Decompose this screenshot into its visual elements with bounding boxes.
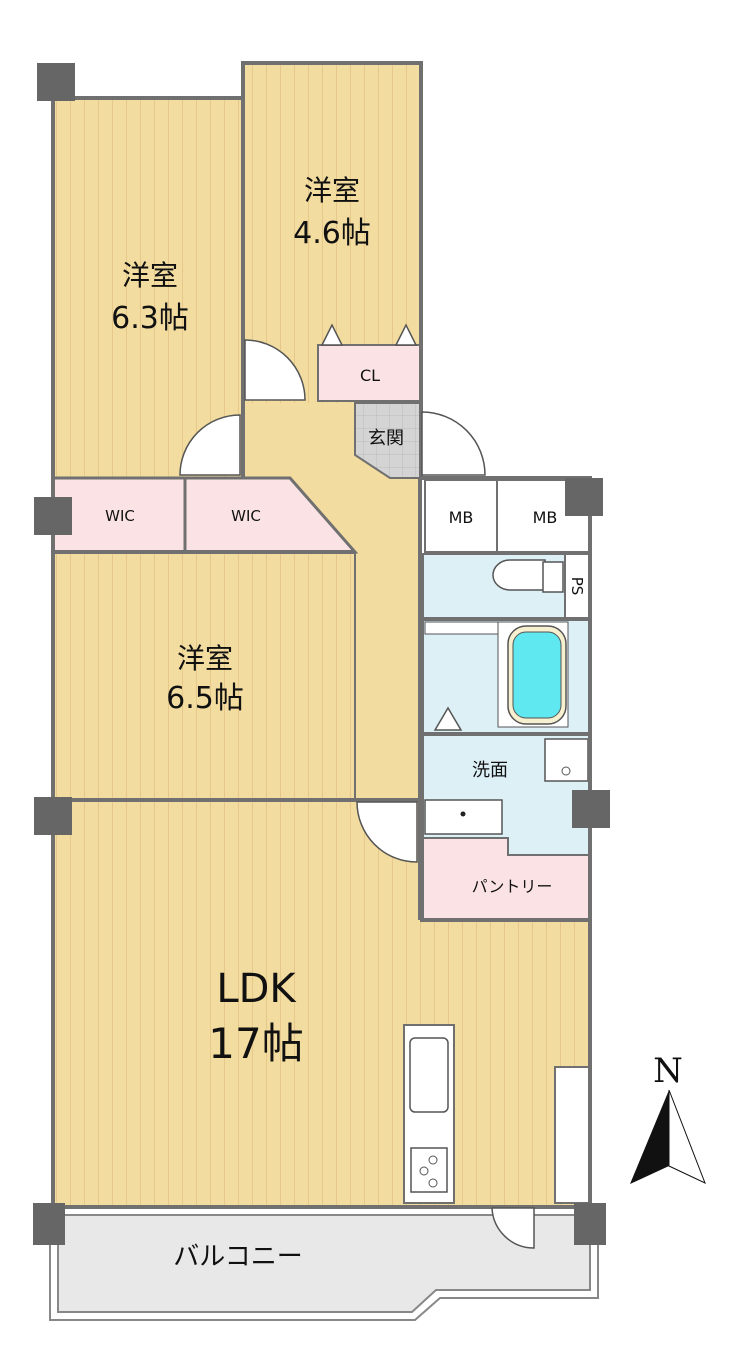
washbasin-icon xyxy=(424,799,503,835)
pantry-label: パントリー xyxy=(472,877,553,896)
pillars xyxy=(33,63,610,1245)
entrance: 玄関 xyxy=(354,402,421,479)
wic-label: WIC xyxy=(105,507,135,525)
bathroom[interactable] xyxy=(422,619,591,734)
fridge-space xyxy=(554,1066,591,1204)
toilet-icon xyxy=(492,559,546,591)
washroom-label: 洗面 xyxy=(472,760,508,781)
entrance-label: 玄関 xyxy=(368,428,404,449)
washroom[interactable]: 洗面 xyxy=(422,734,591,856)
sink-icon xyxy=(409,1037,449,1113)
room-name: 洋室 xyxy=(304,174,360,207)
room-size: 6.5帖 xyxy=(166,681,244,716)
room-size: 6.3帖 xyxy=(111,301,189,336)
mb-label: MB xyxy=(449,508,474,527)
pipe-space: PS xyxy=(564,553,591,619)
washer-space xyxy=(544,738,589,782)
north-compass-icon: N xyxy=(630,1051,706,1184)
compass-north-label: N xyxy=(653,1051,683,1091)
western-room-6-5: 洋室 6.5帖 xyxy=(53,552,355,800)
door-room-4-6[interactable] xyxy=(244,339,306,401)
closet[interactable]: CL xyxy=(317,323,422,402)
closet-label: CL xyxy=(360,366,380,385)
toilet-room[interactable] xyxy=(422,553,566,619)
wic-1[interactable]: WIC xyxy=(51,476,187,554)
western-room-6-3: 洋室 6.3帖 xyxy=(53,98,243,478)
door-room-6-3[interactable] xyxy=(179,414,241,476)
meter-box-1: MB xyxy=(424,479,498,553)
balcony-label: バルコニー xyxy=(173,1242,302,1272)
mb-label: MB xyxy=(533,508,558,527)
front-door[interactable] xyxy=(421,411,486,476)
balcony: バルコニー xyxy=(49,1214,599,1321)
ps-label: PS xyxy=(568,577,586,596)
wic-label: WIC xyxy=(231,507,261,525)
stove-icon xyxy=(410,1147,448,1193)
door-ldk[interactable] xyxy=(356,801,418,863)
hallway xyxy=(243,403,420,800)
room-name: 洋室 xyxy=(122,259,178,292)
walls xyxy=(51,61,592,1209)
room-size: 4.6帖 xyxy=(293,216,371,251)
balcony-door[interactable] xyxy=(491,1207,535,1249)
doors[interactable] xyxy=(179,339,535,1249)
room-size: 17帖 xyxy=(208,1019,303,1068)
room-name: 洋室 xyxy=(177,642,233,675)
room-name: LDK xyxy=(216,966,297,1012)
